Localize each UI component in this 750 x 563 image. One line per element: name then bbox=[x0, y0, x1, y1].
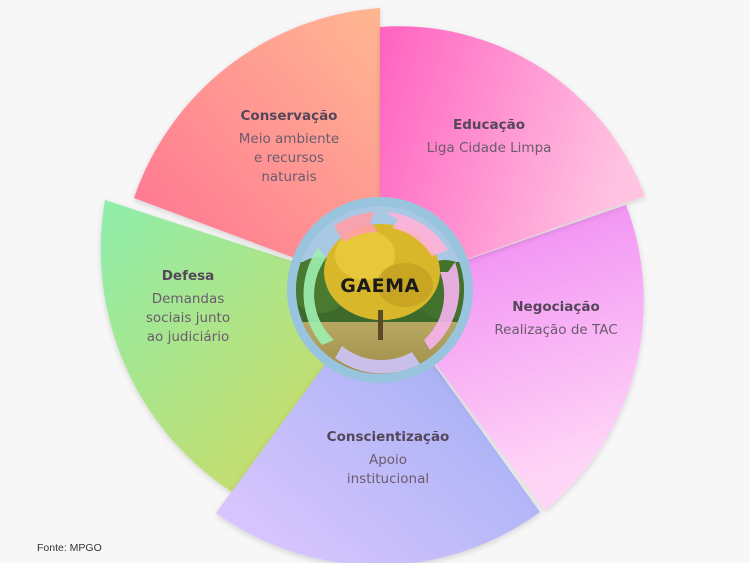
label-conservacao: Conservação Meio ambiente e recursos nat… bbox=[239, 108, 339, 187]
arrow-green-left bbox=[303, 248, 334, 345]
center-emblem bbox=[287, 197, 473, 383]
label-negociacao: Negociação Realização de TAC bbox=[494, 299, 617, 340]
segment-title: Educação bbox=[452, 117, 525, 133]
arrow-magenta-right bbox=[424, 262, 460, 350]
segment-desc-line: institucional bbox=[346, 471, 430, 487]
segment-desc-line: Realização de TAC bbox=[494, 322, 618, 338]
label-educacao: Educação Liga Cidade Limpa bbox=[427, 117, 552, 158]
segment-title: Conscientização bbox=[326, 429, 450, 445]
segment-desc-line: ao judiciário bbox=[146, 329, 230, 345]
segment-desc-line: Meio ambiente bbox=[238, 131, 340, 147]
label-defesa: Defesa Demandas sociais junto ao judiciá… bbox=[146, 268, 230, 347]
source-caption: Fonte: MPGO bbox=[37, 542, 102, 554]
segment-title: Defesa bbox=[161, 268, 215, 284]
segment-conservacao bbox=[134, 8, 380, 290]
segment-desc-line: Demandas bbox=[151, 291, 225, 307]
center-label: GAEMA bbox=[340, 275, 420, 297]
segment-conscientizacao bbox=[216, 290, 540, 563]
segment-desc-line: Liga Cidade Limpa bbox=[426, 140, 552, 156]
segment-title: Negociação bbox=[512, 299, 600, 315]
segment-desc-line: e recursos bbox=[253, 150, 324, 166]
segment-title: Conservação bbox=[240, 108, 338, 124]
arrow-pink-top bbox=[334, 212, 378, 242]
label-conscientizacao: Conscientização Apoio institucional bbox=[327, 429, 450, 489]
segment-desc-line: sociais junto bbox=[145, 310, 231, 326]
arrow-pink-right bbox=[386, 212, 448, 256]
segment-educacao bbox=[380, 26, 645, 290]
tree-trunk bbox=[378, 310, 383, 340]
segment-desc-line: naturais bbox=[261, 169, 317, 185]
arrow-lavender-bottom bbox=[335, 346, 420, 374]
segment-desc-line: Apoio bbox=[368, 452, 408, 468]
